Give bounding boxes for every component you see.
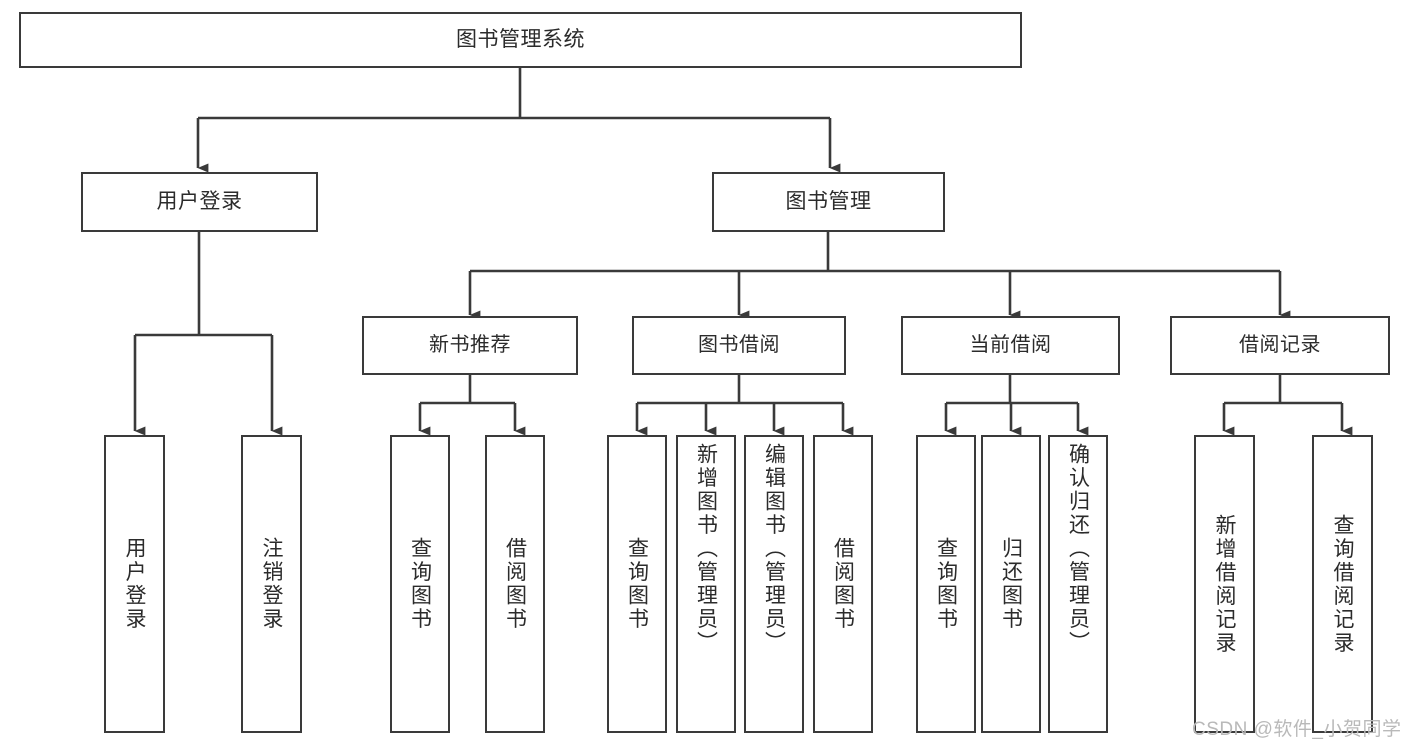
- node-current-borrowing[interactable]: 当前借阅: [901, 316, 1120, 375]
- node-label: 新增借阅记录: [1213, 513, 1236, 655]
- node-label: 图书管理: [785, 189, 872, 213]
- node-leaf-query-book-3[interactable]: 查询图书: [916, 435, 976, 733]
- node-label: 新增图书（管理员）: [694, 443, 718, 655]
- node-user-login[interactable]: 用户登录: [81, 172, 318, 232]
- node-label: 借阅图书: [831, 537, 855, 631]
- node-label: 查询图书: [934, 537, 958, 631]
- node-label: 查询借阅记录: [1331, 513, 1354, 655]
- node-leaf-edit-book-admin[interactable]: 编辑图书（管理员）: [744, 435, 804, 733]
- node-label: 确认归还（管理员）: [1066, 443, 1090, 655]
- node-book-management[interactable]: 图书管理: [712, 172, 945, 232]
- node-label: 归还图书: [999, 537, 1023, 631]
- node-leaf-add-borrow-record[interactable]: 新增借阅记录: [1194, 435, 1255, 733]
- node-leaf-query-book-2[interactable]: 查询图书: [607, 435, 667, 733]
- node-leaf-borrow-book-1[interactable]: 借阅图书: [485, 435, 545, 733]
- node-label: 用户登录: [123, 537, 146, 631]
- node-label: 查询图书: [408, 537, 432, 631]
- node-label: 用户登录: [156, 189, 243, 213]
- node-label: 借阅记录: [1239, 333, 1321, 356]
- node-root-book-management-system[interactable]: 图书管理系统: [19, 12, 1022, 68]
- node-borrowing-record[interactable]: 借阅记录: [1170, 316, 1390, 375]
- node-book-borrowing[interactable]: 图书借阅: [632, 316, 846, 375]
- node-label: 新书推荐: [429, 333, 511, 356]
- node-leaf-borrow-book-2[interactable]: 借阅图书: [813, 435, 873, 733]
- node-label: 当前借阅: [969, 333, 1052, 356]
- node-label: 图书管理系统: [456, 27, 585, 51]
- node-label: 图书借阅: [698, 333, 780, 356]
- node-leaf-confirm-return-admin[interactable]: 确认归还（管理员）: [1048, 435, 1108, 733]
- node-leaf-return-book[interactable]: 归还图书: [981, 435, 1041, 733]
- node-label: 借阅图书: [503, 537, 527, 631]
- node-label: 注销登录: [260, 537, 283, 631]
- node-new-book-recommendation[interactable]: 新书推荐: [362, 316, 578, 375]
- node-leaf-user-logout[interactable]: 注销登录: [241, 435, 302, 733]
- node-label: 编辑图书（管理员）: [762, 443, 786, 655]
- node-leaf-add-book-admin[interactable]: 新增图书（管理员）: [676, 435, 736, 733]
- node-leaf-user-login[interactable]: 用户登录: [104, 435, 165, 733]
- node-leaf-query-borrow-record[interactable]: 查询借阅记录: [1312, 435, 1373, 733]
- node-leaf-query-book-1[interactable]: 查询图书: [390, 435, 450, 733]
- node-label: 查询图书: [625, 537, 649, 631]
